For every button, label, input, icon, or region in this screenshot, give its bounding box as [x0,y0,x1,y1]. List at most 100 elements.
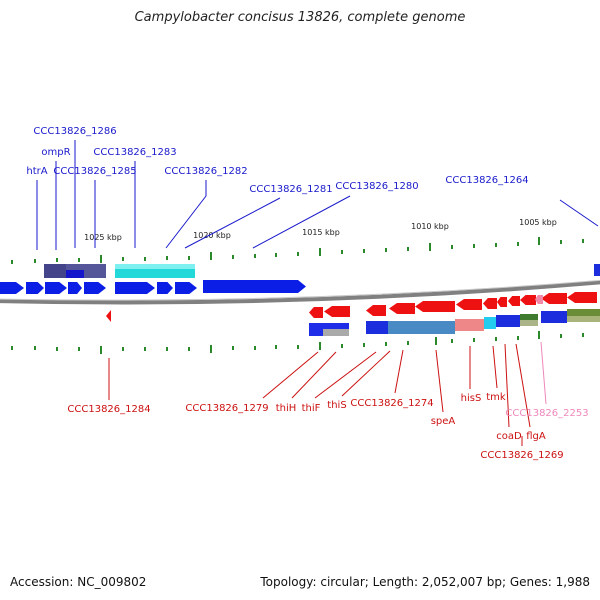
reverse-gene[interactable] [508,296,520,306]
reverse-gene[interactable] [389,303,415,314]
gene-labels[interactable]: CCC13826_1286 ompR CCC13826_1283 htrA CCC138… [26,126,588,461]
gene-label[interactable]: CCC13826_1280 [335,181,418,192]
ruler-label: 1025 kbp [84,233,122,242]
gene-label[interactable]: CCC13826_1283 [93,147,176,158]
gene-label[interactable]: flgA [526,431,546,442]
reverse-gene[interactable] [456,299,482,310]
tick-mark [78,258,80,262]
tick-mark [560,240,562,244]
forward-gene[interactable] [115,282,155,294]
feature-block [567,316,600,322]
feature-block [115,264,195,269]
tick-mark [11,260,13,264]
genome-summary: Topology: circular; Length: 2,052,007 bp… [260,575,590,589]
gene-label[interactable]: CCC13826_1269 [480,450,563,461]
tick-mark [232,346,234,350]
forward-gene[interactable] [84,282,106,294]
tick-mark [166,256,168,260]
forward-gene[interactable] [0,282,24,294]
tick-mark [210,252,212,260]
tick-mark [275,253,277,257]
forward-gene[interactable] [45,282,67,294]
reverse-gene-small[interactable] [106,310,111,322]
tick-mark [122,257,124,261]
tick-mark [429,243,431,251]
reverse-gene[interactable] [366,305,386,316]
reverse-gene[interactable] [483,298,497,309]
reverse-gene[interactable] [324,306,350,317]
tick-mark [232,255,234,259]
tick-mark [78,347,80,351]
tick-mark [407,247,409,251]
tick-mark [319,342,321,350]
gene-label[interactable]: thiH [276,403,297,414]
leader-line [559,199,599,227]
gene-label[interactable]: CCC13826_1264 [445,175,528,186]
gene-label[interactable]: CCC13826_1286 [33,126,116,137]
tick-mark [435,337,437,345]
leader-line [165,180,207,249]
tick-mark [363,343,365,347]
leader-line [314,351,377,399]
gene-arrows[interactable] [0,280,597,322]
reverse-gene[interactable] [309,307,323,318]
forward-gene[interactable] [203,280,306,293]
leader-line [435,349,444,413]
tick-mark [56,258,58,262]
tick-mark [100,255,102,263]
ruler-label: 1015 kbp [302,228,340,237]
tick-mark [210,345,212,353]
leader-line [291,351,337,399]
reverse-gene[interactable] [415,301,455,312]
feature-block [594,264,600,276]
ruler-label: 1005 kbp [519,218,557,227]
tick-mark [582,239,584,243]
gene-label[interactable]: ompR [41,147,70,158]
leader-line [492,345,498,389]
leader-line [515,343,531,428]
gene-label[interactable]: CCC13826_1279 [185,403,268,414]
forward-gene[interactable] [157,282,173,294]
tick-mark [473,244,475,248]
feature-block [520,320,538,326]
gene-label[interactable]: tmk [486,392,506,403]
feature-block [541,311,567,323]
gene-label[interactable]: CCC13826_1284 [67,404,150,415]
reverse-gene[interactable] [567,292,597,303]
accession-text: Accession: NC_009802 [10,575,147,589]
tick-mark [582,333,584,337]
genome-backbone [0,279,600,305]
feature-blocks [44,264,600,336]
tick-mark [254,254,256,258]
gene-label[interactable]: CCC13826_1274 [350,398,433,409]
reverse-gene[interactable] [520,295,536,305]
gene-label[interactable]: hisS [461,393,482,404]
tick-mark [341,344,343,348]
leader-line [262,351,319,399]
gene-label[interactable]: coaD [496,431,522,442]
gene-label[interactable]: thiS [327,400,346,411]
forward-gene[interactable] [26,282,44,294]
tick-mark [188,256,190,260]
forward-gene[interactable] [175,282,197,294]
gene-label[interactable]: thiF [302,403,321,414]
leader-line [504,343,510,428]
gene-label[interactable]: CCC13826_1285 [53,166,136,177]
gene-label[interactable]: CCC13826_1282 [164,166,247,177]
feature-block [388,321,455,334]
reverse-gene[interactable] [541,293,567,304]
reverse-gene-pink[interactable] [535,295,543,304]
tick-mark [385,248,387,252]
tick-mark [100,346,102,354]
gene-label[interactable]: speA [431,416,456,427]
reverse-gene[interactable] [497,297,507,307]
gene-label[interactable]: htrA [26,166,47,177]
tick-mark [363,249,365,253]
feature-block [455,319,484,331]
tick-mark [188,347,190,351]
gene-label[interactable]: CCC13826_1281 [249,184,332,195]
forward-gene[interactable] [68,282,82,294]
gene-label[interactable]: CCC13826_2253 [505,408,588,419]
ruler-label: 1010 kbp [411,222,449,231]
